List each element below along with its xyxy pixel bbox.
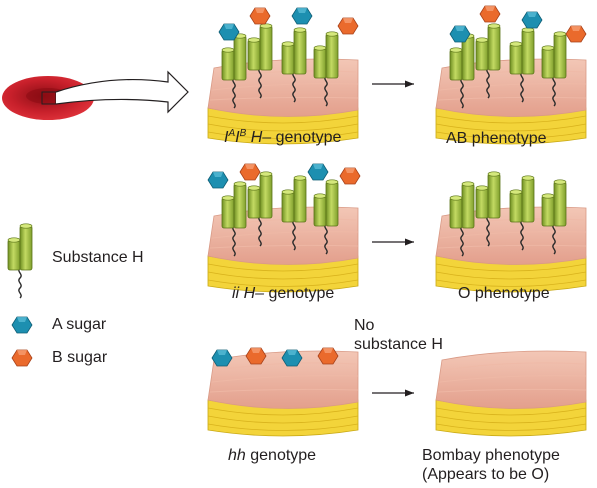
legend-substance-h-icon <box>7 223 33 299</box>
membrane-row3-right <box>435 350 587 437</box>
phenotype-label-row2: O phenotype <box>458 285 550 302</box>
membrane-row2-left <box>207 171 359 293</box>
phenotype-label-row1: AB phenotype <box>446 130 547 147</box>
genotype-label-row3: hh genotype <box>228 447 317 464</box>
legend-b-sugar-label: B sugar <box>52 349 108 366</box>
membrane-row2-right <box>435 171 587 293</box>
no-substance-h-label: No substance H <box>354 317 443 353</box>
zoom-arrow <box>55 70 189 114</box>
genotype-label-row2: ii H– genotype <box>232 285 335 302</box>
legend-b-sugar-icon <box>11 349 33 367</box>
legend-substance-h-label: Substance H <box>52 249 144 266</box>
legend-a-sugar-label: A sugar <box>52 316 107 333</box>
genotype-label-row1: IAIB H– genotype <box>224 128 342 147</box>
membrane-row1-left <box>207 23 359 145</box>
legend-a-sugar-icon <box>11 316 33 334</box>
phenotype-label-row3: Bombay phenotype (Appears to be O) <box>422 447 560 483</box>
membrane-row3-left <box>207 350 359 437</box>
